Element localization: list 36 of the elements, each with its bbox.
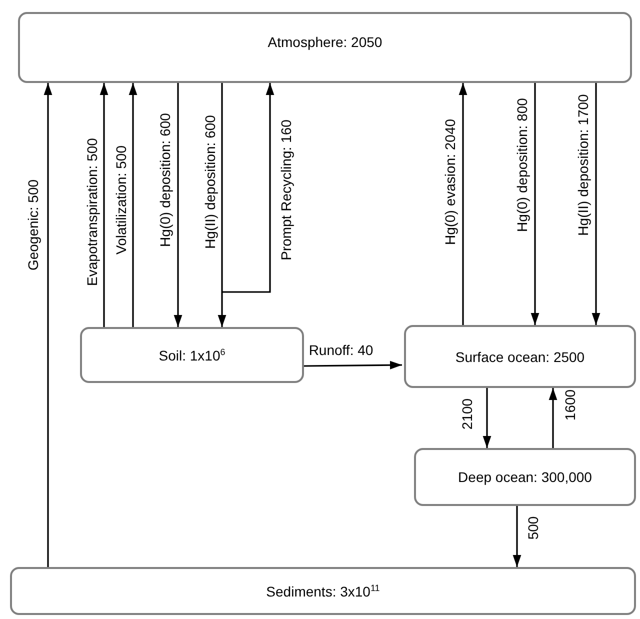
edge-label: Hg(0) evasion: 2040 [442, 118, 458, 246]
compartment-label: Atmosphere: 2050 [268, 34, 382, 50]
arrow [44, 83, 52, 567]
compartment-label: Soil: 1x10$^{6}$ [158, 346, 226, 364]
edge-label: Prompt Recycling: 160 [278, 118, 294, 262]
edge-label: Volatilization: 500 [113, 144, 129, 256]
arrow [458, 83, 468, 325]
edge-label: 2100 [459, 397, 475, 431]
edge-label: Hg(0) deposition: 800 [514, 97, 530, 233]
compartment-label: Surface ocean: 2500 [455, 348, 585, 364]
compartment-label: Deep ocean: 300,000 [458, 469, 592, 485]
edge-label: Hg(II) deposition: 1700 [575, 93, 591, 237]
arrow [304, 360, 402, 370]
edge-label: Evapotranspiration: 500 [84, 137, 100, 287]
arrow [218, 83, 226, 327]
edge-label: 500 [525, 515, 541, 541]
edge-label: Hg(0) deposition: 600 [157, 112, 173, 248]
arrow [100, 83, 108, 327]
arrow [128, 83, 138, 327]
compartment-box [404, 325, 636, 388]
compartment-box [10, 567, 636, 615]
arrow [592, 83, 600, 325]
arrow [174, 83, 182, 327]
edge-label: Geogenic: 500 [25, 178, 41, 272]
compartment-box [18, 12, 632, 83]
edge-label: Hg(II) deposition: 600 [202, 114, 218, 250]
arrow [512, 506, 522, 567]
arrow [548, 388, 558, 448]
arrow [482, 388, 492, 448]
compartment-label: Sediments: 3x10$^{11}$ [266, 582, 380, 600]
edge-label: Runoff: 40 [308, 342, 374, 358]
edge-label: 1600 [562, 388, 578, 422]
arrow [530, 83, 540, 325]
compartment-box [80, 327, 304, 383]
arrow [222, 83, 274, 293]
compartment-box [414, 448, 636, 506]
